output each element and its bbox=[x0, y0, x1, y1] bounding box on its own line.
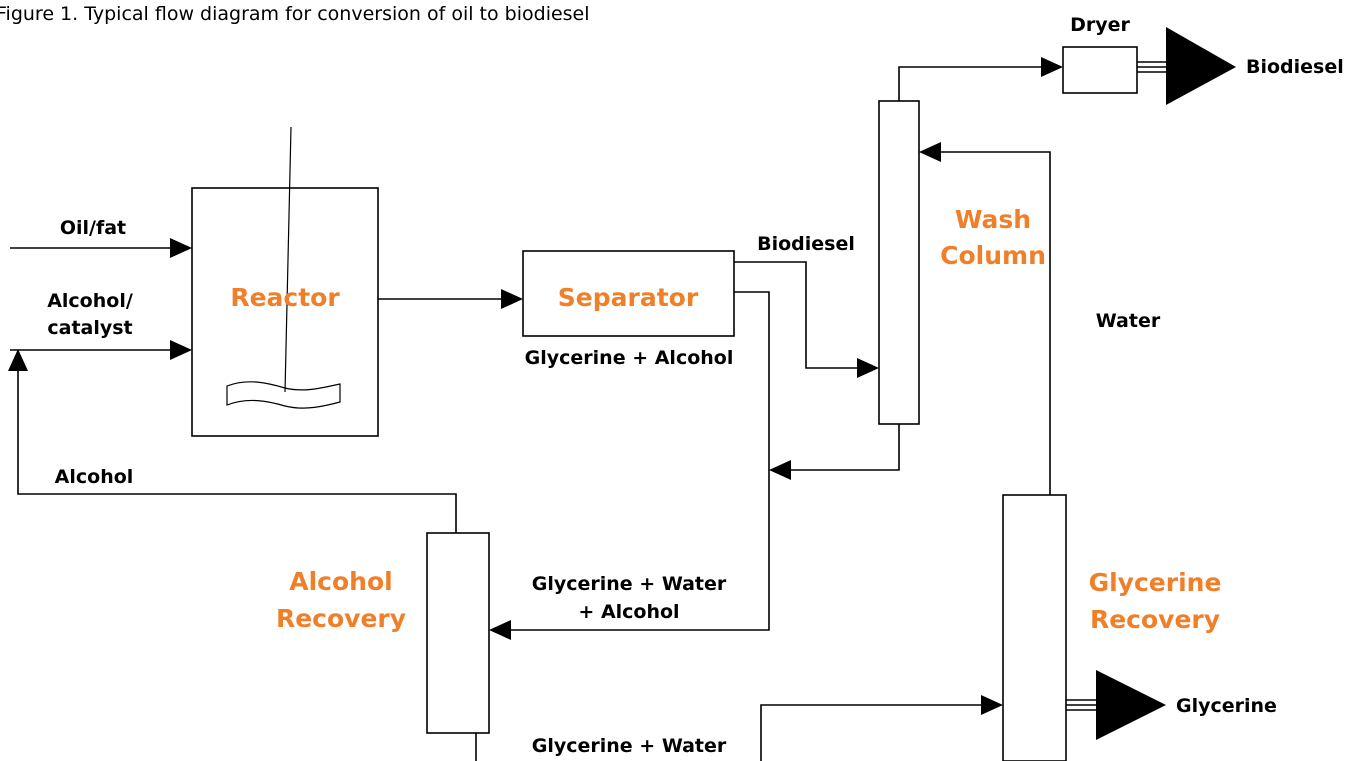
glycerine-alcohol-arrowhead bbox=[489, 620, 511, 640]
alcohol-recycle-arrowhead bbox=[8, 349, 28, 371]
wash-column-label-line1: Wash bbox=[955, 205, 1031, 234]
reactor-vessel bbox=[191, 187, 379, 437]
wash-column bbox=[878, 100, 920, 425]
alcohol-recovery-label-line2: Recovery bbox=[276, 604, 406, 633]
glycerine-product-label: Glycerine bbox=[1176, 695, 1277, 717]
alcohol-catalyst-arrowhead bbox=[170, 340, 192, 360]
wash-bottoms-arrowhead bbox=[769, 460, 791, 480]
alcohol-recovery-column bbox=[426, 532, 490, 734]
oil-fat-label: Oil/fat bbox=[60, 217, 126, 239]
alcohol-recovery-label-line1: Alcohol bbox=[289, 567, 392, 596]
reactor-to-separator-arrowhead bbox=[501, 289, 523, 309]
glycerine-water-arrowhead bbox=[981, 695, 1003, 715]
wash-to-dryer-arrowhead bbox=[1041, 57, 1063, 77]
alcohol-recycle-label: Alcohol bbox=[55, 466, 134, 488]
separator-box bbox=[522, 250, 735, 337]
glycerine-water-label: Glycerine + Water bbox=[532, 735, 727, 757]
separator-label: Separator bbox=[558, 283, 699, 312]
glycerine-recovery-label-line1: Glycerine bbox=[1089, 568, 1222, 597]
dryer-label: Dryer bbox=[1070, 14, 1130, 36]
figure-caption: Figure 1. Typical flow diagram for conve… bbox=[0, 3, 590, 25]
glycerine-alcohol-line bbox=[506, 291, 770, 631]
oil-fat-arrowhead bbox=[170, 238, 192, 258]
glycerine-water-line bbox=[760, 704, 986, 761]
glycerine-water-alcohol-label-line1: Glycerine + Water bbox=[532, 573, 727, 595]
water-recycle-arrowhead bbox=[919, 142, 941, 162]
dryer-box bbox=[1062, 46, 1138, 94]
reactor-agitator-shaft bbox=[284, 126, 292, 393]
biodiesel-product-arrowhead bbox=[1166, 27, 1236, 105]
glycerine-recovery-label-line2: Recovery bbox=[1090, 605, 1220, 634]
wash-bottoms-line bbox=[786, 424, 900, 471]
glycerine-alcohol-label: Glycerine + Alcohol bbox=[525, 347, 734, 369]
glycerine-water-alcohol-label-line2: + Alcohol bbox=[578, 601, 679, 623]
glycerine-recovery-column bbox=[1002, 494, 1067, 761]
glycerine-product-arrowhead bbox=[1096, 670, 1166, 740]
water-recycle-line bbox=[936, 151, 1051, 495]
biodiesel-to-wash-line bbox=[734, 261, 862, 369]
wash-column-label-line2: Column bbox=[940, 241, 1046, 270]
alcohol-catalyst-label-line2: catalyst bbox=[47, 317, 132, 339]
reactor-agitator-blade bbox=[226, 381, 341, 409]
biodiesel-product-label: Biodiesel bbox=[1246, 56, 1344, 78]
wash-to-dryer-line bbox=[898, 66, 1046, 101]
water-label: Water bbox=[1096, 310, 1161, 332]
alcohol-recycle-line bbox=[17, 366, 457, 533]
biodiesel-to-wash-arrowhead bbox=[857, 358, 879, 378]
alcohol-catalyst-label-line1: Alcohol/ bbox=[47, 290, 133, 312]
reactor-label: Reactor bbox=[230, 283, 340, 312]
separator-biodiesel-label: Biodiesel bbox=[757, 233, 855, 255]
